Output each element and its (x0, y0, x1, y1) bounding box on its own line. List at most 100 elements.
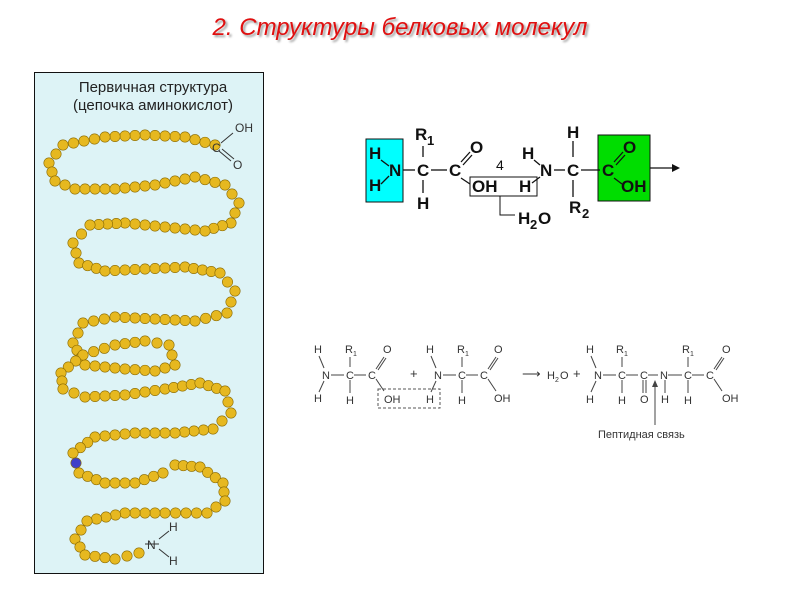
nh2-h-top-label: H (169, 520, 178, 534)
t-h5: H (519, 177, 531, 196)
panel-caption: Первичная структура (цепочка аминокислот… (53, 79, 253, 115)
t-n2: N (540, 161, 552, 180)
b-plus1: + (410, 366, 418, 381)
b-h5: H (426, 394, 434, 406)
amino-group-box (365, 138, 404, 203)
t-water-sub: 2 (530, 217, 537, 232)
amino-acid-bead (200, 312, 212, 324)
b-r1-sub: 1 (353, 351, 357, 358)
amino-acid-bead (98, 313, 110, 325)
b-o2: O (494, 344, 503, 356)
b-water-h: H (547, 370, 555, 382)
primary-structure-panel: Первичная структура (цепочка аминокислот… (34, 72, 264, 574)
amino-acid-bead (225, 407, 237, 419)
water-removal-line (499, 196, 515, 216)
amino-acid-bead (70, 247, 82, 259)
amino-acid-bead (67, 237, 79, 249)
b-r2-sub: 1 (465, 351, 469, 358)
water-dashed-box (377, 388, 441, 409)
water-removal-box (469, 176, 538, 197)
amino-acid-bead (157, 467, 169, 479)
amino-acid-bead (149, 365, 161, 377)
b-h8: H (586, 394, 594, 406)
b-water-sub: 2 (555, 377, 559, 384)
cooh-o-label: O (233, 158, 242, 172)
amino-acid-bead (216, 415, 228, 427)
b-h10: H (661, 394, 669, 406)
t-oh2: OH (621, 177, 647, 196)
b-r3: R (616, 344, 624, 356)
amino-acid-bead (210, 310, 222, 322)
b-r3-sub: 1 (624, 351, 628, 358)
amino-acid-bead (59, 179, 71, 191)
b-o1: O (383, 344, 392, 356)
t-water-o: O (538, 209, 551, 228)
b-oh1: OH (384, 394, 401, 406)
amino-acid-bead (229, 285, 241, 297)
b-h2: H (314, 393, 322, 405)
amino-acid-bead (88, 133, 100, 145)
amino-acid-bead (75, 228, 87, 240)
b-h11: H (684, 395, 692, 407)
amino-acid-bead (81, 515, 93, 527)
b-r4: R (682, 344, 690, 356)
caption-line-2: (цепочка аминокислот) (72, 97, 233, 114)
carboxyl-group-box (597, 134, 651, 202)
amino-acid-bead (49, 175, 61, 187)
amino-acid-bead (67, 447, 79, 459)
amino-acid-bead (68, 387, 80, 399)
t-r1-sub: 1 (427, 133, 434, 148)
t-r2: R (569, 198, 581, 217)
b-plus2: + (573, 366, 581, 381)
bottom-reaction-labels: H N H R 1 C H C O OH + H N H R 1 C H C O… (314, 344, 739, 441)
amino-acid-bead-highlight (70, 457, 82, 469)
amino-acid-bead (222, 396, 234, 408)
amino-acid-bead (209, 472, 221, 484)
amino-acid-bead (166, 349, 178, 361)
amino-acid-bead (57, 383, 69, 395)
t-water-h: H (518, 209, 530, 228)
top-bonds (380, 141, 676, 197)
amino-acid-bead (74, 541, 86, 553)
amino-acid-bead (221, 307, 233, 319)
b-o4: O (722, 344, 731, 356)
b-h1: H (314, 344, 322, 356)
amino-acid-chain: OH C O N H H (43, 121, 253, 568)
amino-acid-bead (88, 346, 100, 358)
amino-acid-bead (67, 137, 79, 149)
page-title: 2. Структуры белковых молекул (212, 14, 588, 41)
t-c2: C (449, 161, 461, 180)
t-h3: H (417, 194, 429, 213)
t-r2-sub: 2 (582, 206, 589, 221)
amino-acid-bead (88, 315, 100, 327)
amino-acid-bead (75, 524, 87, 536)
nh2-h-bottom-label: H (169, 554, 178, 568)
t-c1: C (417, 161, 429, 180)
amino-acid-bead (72, 327, 84, 339)
b-c3: C (458, 370, 466, 382)
t-h1: H (369, 144, 381, 163)
amino-acid-bead (151, 337, 163, 349)
b-h9: H (618, 395, 626, 407)
t-o2: O (623, 138, 636, 157)
b-h6: H (458, 395, 466, 407)
b-oh3: OH (722, 393, 739, 405)
t-h6: H (567, 123, 579, 142)
amino-acid-bead (109, 311, 121, 323)
b-h3: H (346, 395, 354, 407)
amino-acid-bead (159, 362, 171, 374)
amino-acid-bead (219, 385, 231, 397)
amino-acid-bead (62, 361, 74, 373)
amino-acid-bead (214, 267, 226, 279)
amino-acid-bead (69, 533, 81, 545)
b-r1: R (345, 344, 353, 356)
amino-acid-bead (77, 349, 89, 361)
amino-acid-bead (99, 131, 111, 143)
b-o3: O (640, 394, 649, 406)
amino-acid-bead (98, 342, 110, 354)
cooh-bond-oh (220, 132, 234, 144)
amino-acid-bead (121, 550, 133, 562)
amino-acid-bead (229, 207, 241, 219)
amino-acid-bead (84, 219, 96, 231)
amino-acid-bead (77, 317, 89, 329)
